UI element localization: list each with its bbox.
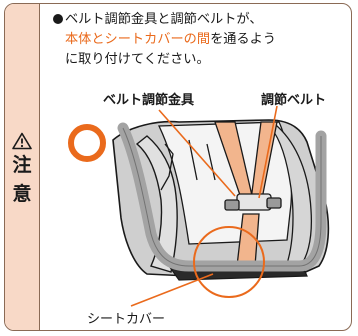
highlight-ring-left <box>68 124 106 162</box>
label-belt-adjuster: ベルト調節金具 <box>103 93 195 108</box>
caution-label-char-2: 意 <box>12 183 32 205</box>
instruction-line-2-rest: を通るよう <box>210 32 276 47</box>
highlight-circle-bottom <box>193 226 265 298</box>
car-seat-illustration <box>68 105 330 307</box>
buckle <box>224 193 282 211</box>
instruction-highlight: 本体とシートカバーの間 <box>65 32 211 47</box>
leader-adjust-belt <box>258 105 278 199</box>
instruction-line-3: に取り付けてください。 <box>65 52 210 67</box>
warning-triangle-icon <box>12 132 32 150</box>
instruction-line-2: 本体とシートカバーの間を通るよう <box>65 30 276 49</box>
caution-box: 注 意 <box>4 3 352 331</box>
instruction-line-1: ベルト調節金具と調節ベルトが、 <box>65 12 263 27</box>
leader-seat-cover <box>130 273 214 307</box>
caution-label-char-1: 注 <box>12 154 32 176</box>
label-adjust-belt: 調節ベルト <box>261 93 327 108</box>
caution-sidebar: 注 意 <box>5 4 40 330</box>
leader-belt-adjuster <box>158 109 236 197</box>
bullet-icon <box>53 14 63 24</box>
label-seat-cover: シートカバー <box>87 312 166 327</box>
seat-side-left <box>135 135 178 273</box>
seat-cover-edge <box>117 122 327 272</box>
